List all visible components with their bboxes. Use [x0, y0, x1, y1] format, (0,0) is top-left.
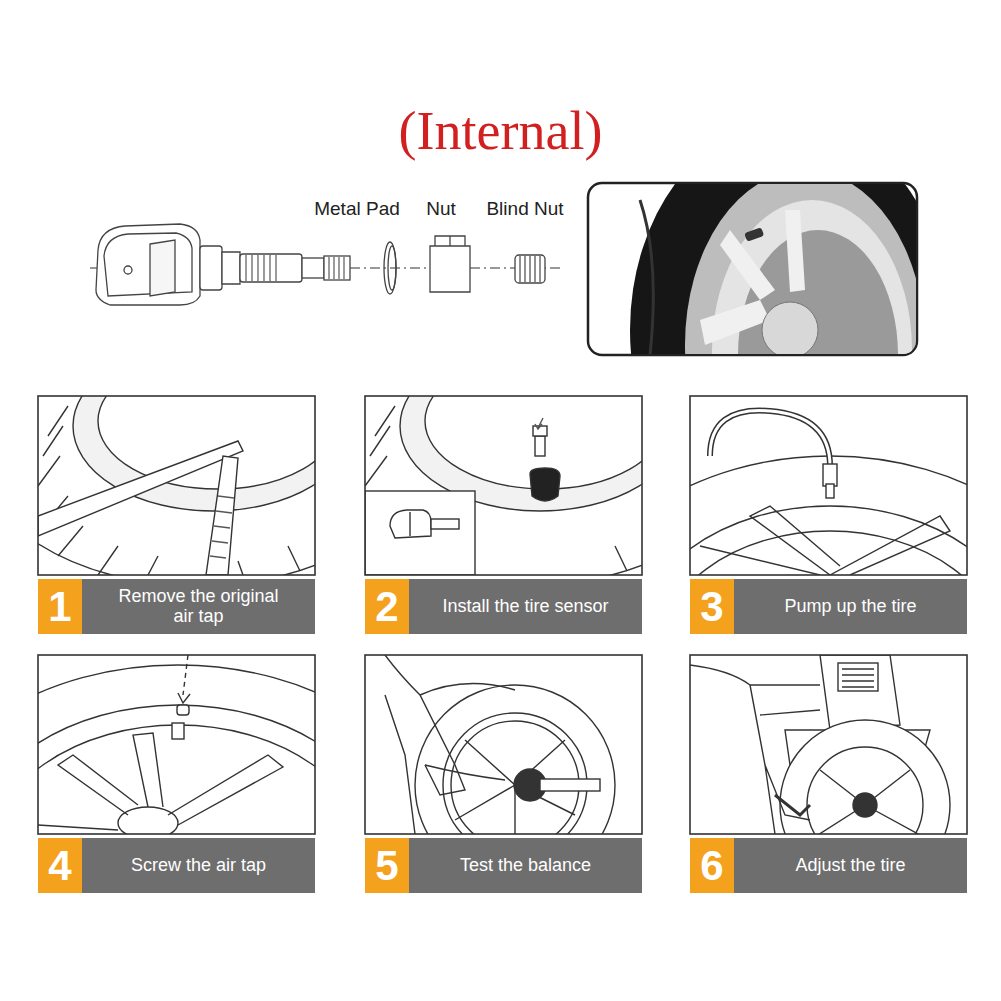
step-panel: 4 Screw the air tap: [38, 655, 315, 893]
step-label: Pump up the tire: [784, 597, 916, 617]
step-number: 2: [365, 579, 409, 634]
step-label: Adjust the tire: [795, 856, 905, 876]
step-number: 6: [690, 838, 734, 893]
step-number: 5: [365, 838, 409, 893]
step-label: Screw the air tap: [131, 856, 266, 876]
step-bar: Test the balance: [409, 838, 642, 893]
part-label: Blind Nut: [486, 199, 563, 218]
step-panel: 5 Test the balance: [365, 655, 642, 893]
step-label: Test the balance: [460, 856, 591, 876]
step-bar: Pump up the tire: [734, 579, 967, 634]
step-panel: 1 Remove the original air tap: [38, 396, 315, 634]
step-bar: Screw the air tap: [82, 838, 315, 893]
step-number: 3: [690, 579, 734, 634]
step-number: 4: [38, 838, 82, 893]
part-label: Nut: [426, 199, 456, 218]
step-bar: Remove the original air tap: [82, 579, 315, 634]
diagram-title: (Internal): [0, 104, 1001, 158]
step-panel: 2 Install the tire sensor: [365, 396, 642, 634]
step-panel: 6 Adjust the tire: [690, 655, 967, 893]
step-illustration: [295, 286, 755, 586]
step-number: 1: [38, 579, 82, 634]
step-label: Remove the original air tap: [111, 587, 286, 627]
sensor-exploded-view: [90, 224, 560, 305]
step-label: Install the tire sensor: [442, 597, 608, 617]
step-bar: Install the tire sensor: [409, 579, 642, 634]
step-illustration: [0, 286, 428, 586]
step-panel: 3 Pump up the tire: [690, 396, 967, 634]
part-label: Metal Pad: [314, 199, 400, 218]
step-bar: Adjust the tire: [734, 838, 967, 893]
step-illustration: [0, 655, 438, 1001]
